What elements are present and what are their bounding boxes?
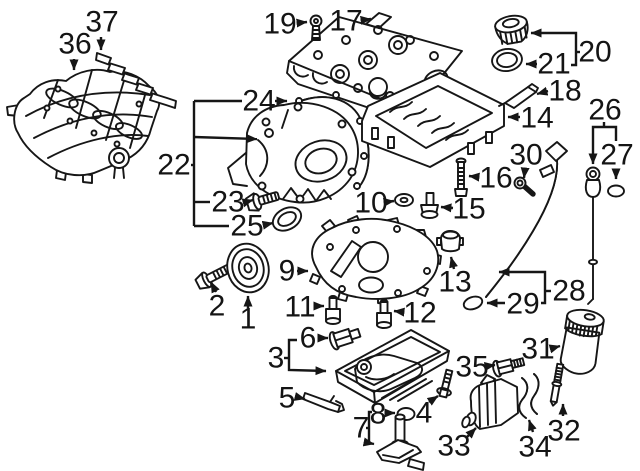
oil-filler-cap-drawing	[494, 14, 529, 45]
filler-cap-seal-drawing	[491, 47, 523, 73]
callout-5: 5	[279, 382, 296, 415]
callout-11: 11	[284, 291, 315, 324]
callout-18: 18	[548, 75, 581, 108]
crankshaft-pulley-drawing	[226, 242, 270, 294]
callout-27: 27	[600, 139, 633, 172]
callout-36: 36	[58, 28, 91, 61]
callout-30: 30	[509, 139, 542, 172]
callout-14: 14	[520, 102, 553, 135]
callout-7: 7	[353, 412, 370, 445]
seal-washer-drawing	[394, 193, 414, 207]
oil-pan-bolt-drawing	[420, 192, 439, 219]
callout-25: 25	[230, 210, 263, 243]
callout-2: 2	[209, 290, 226, 323]
valve-cover-bolt-drawing	[309, 14, 323, 41]
callout-29: 29	[506, 288, 539, 321]
callout-3: 3	[268, 342, 285, 375]
tube-o-ring-drawing	[462, 295, 484, 311]
callout-24: 24	[242, 85, 275, 118]
callout-22: 22	[157, 149, 190, 182]
dipstick-tube-drawing	[485, 141, 568, 298]
leader-lines	[69, 15, 621, 447]
drain-plug-drawing	[328, 327, 362, 351]
dipstick-drawing	[584, 166, 602, 305]
callout-37: 37	[85, 6, 118, 39]
callout-33: 33	[437, 430, 470, 463]
timing-cover-drawing	[227, 101, 359, 204]
stud-bolt-drawing	[376, 299, 392, 329]
oil-filter-drawing	[559, 308, 605, 375]
callout-15: 15	[452, 193, 485, 226]
o-ring-drawing	[607, 184, 625, 198]
callout-35: 35	[455, 351, 488, 384]
callout-32: 32	[547, 415, 580, 448]
lower-oil-pan-drawing	[335, 329, 450, 404]
small-bolt-drawing	[513, 176, 536, 197]
stud-drawing	[549, 362, 565, 407]
callout-16: 16	[479, 162, 512, 195]
cooler-gasket-drawing	[518, 373, 540, 419]
callout-13: 13	[438, 266, 471, 299]
callout-17: 17	[329, 5, 362, 38]
intake-gasket-drawing	[95, 52, 177, 109]
oil-drain-housing-drawing	[376, 413, 425, 471]
callout-4: 4	[416, 397, 433, 430]
callout-6: 6	[300, 322, 317, 355]
callout-21: 21	[537, 48, 570, 81]
lower-manifold-drawing	[361, 72, 505, 168]
callout-10: 10	[354, 187, 387, 220]
callout-1: 1	[240, 303, 257, 336]
crankshaft-seal-drawing	[271, 206, 303, 232]
clip-drawing	[436, 230, 464, 253]
pan-bolt-drawing	[436, 368, 454, 399]
callout-12: 12	[403, 297, 436, 330]
upper-oil-pan-drawing	[309, 215, 442, 305]
sealant-tube-drawing	[302, 392, 345, 413]
cooler-bolt-drawing	[492, 357, 526, 378]
callout-31: 31	[521, 333, 554, 366]
stud-bolt-drawing	[325, 295, 341, 325]
callout-20: 20	[578, 36, 611, 69]
callout-19: 19	[263, 8, 296, 41]
callout-8: 8	[370, 398, 387, 431]
oil-cooler-drawing	[461, 374, 519, 430]
callout-34: 34	[518, 431, 551, 464]
long-bolt-drawing	[454, 157, 468, 197]
callout-28: 28	[552, 275, 585, 308]
callout-9: 9	[279, 255, 296, 288]
callout-labels: 1 2 3 4 5 6 7 8 9 10 11 12 13 14 15 16 1…	[58, 5, 633, 464]
callout-23: 23	[211, 186, 244, 219]
intake-manifold-drawing	[6, 68, 161, 184]
callout-26: 26	[588, 94, 621, 127]
